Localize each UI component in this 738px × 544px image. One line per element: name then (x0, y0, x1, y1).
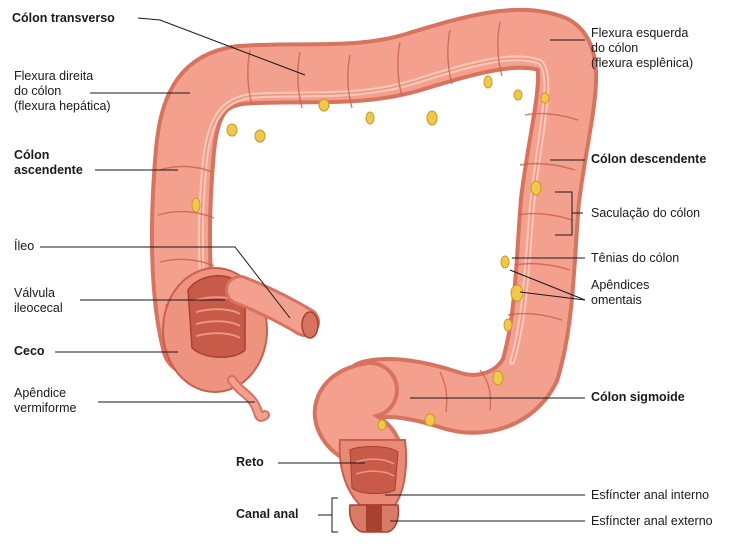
label-esfincter-externo: Esfíncter anal externo (591, 514, 713, 529)
label-flexura-esquerda-line3: (flexura esplênica) (591, 56, 693, 71)
label-colon-transverso: Cólon transverso (12, 11, 115, 26)
label-colon-ascendente-line1: Cólon (14, 148, 83, 163)
label-flexura-esquerda: Flexura esquerda do cólon (flexura esplê… (591, 26, 693, 71)
label-colon-ascendente-line2: ascendente (14, 163, 83, 178)
label-apendice-line2: vermiforme (14, 401, 77, 416)
label-flexura-esquerda-line1: Flexura esquerda (591, 26, 693, 41)
label-esfincter-interno: Esfíncter anal interno (591, 488, 709, 503)
label-flexura-esquerda-line2: do cólon (591, 41, 693, 56)
label-reto: Reto (236, 455, 264, 470)
label-flexura-direita: Flexura direita do cólon (flexura hepáti… (14, 69, 111, 114)
label-colon-descendente: Cólon descendente (591, 152, 706, 167)
appendix (232, 380, 265, 417)
label-apendices-omentais: Apêndices omentais (591, 278, 649, 308)
label-apendice: Apêndice vermiforme (14, 386, 77, 416)
label-ceco: Ceco (14, 344, 45, 359)
label-apendice-line1: Apêndice (14, 386, 77, 401)
label-flexura-direita-line2: do cólon (14, 84, 111, 99)
label-apendices-omentais-line1: Apêndices (591, 278, 649, 293)
label-colon-ascendente: Cólon ascendente (14, 148, 83, 178)
label-colon-sigmoide: Cólon sigmoide (591, 390, 685, 405)
label-valvula-ileocecal: Válvula ileocecal (14, 286, 63, 316)
bracket-canal-anal (332, 498, 338, 532)
label-flexura-direita-line3: (flexura hepática) (14, 99, 111, 114)
label-valvula-line2: ileocecal (14, 301, 63, 316)
label-apendices-omentais-line2: omentais (591, 293, 649, 308)
label-tenias: Tênias do cólon (591, 251, 679, 266)
label-flexura-direita-line1: Flexura direita (14, 69, 111, 84)
label-ileo: Íleo (14, 239, 34, 254)
label-canal-anal: Canal anal (236, 507, 299, 522)
label-saculacao: Saculação do cólon (591, 206, 700, 221)
label-valvula-line1: Válvula (14, 286, 63, 301)
